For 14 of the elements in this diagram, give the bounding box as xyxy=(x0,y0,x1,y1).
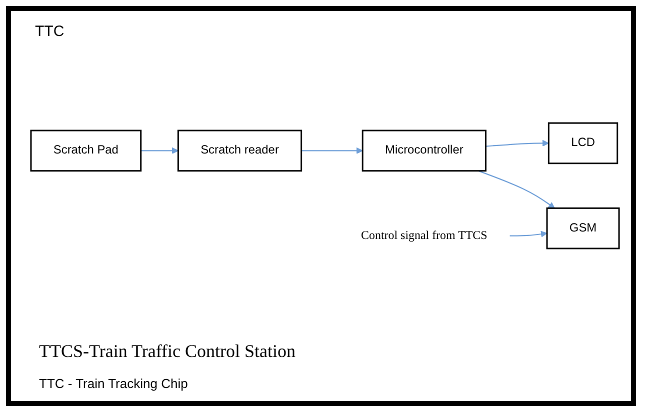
arrow xyxy=(510,230,548,238)
arrow xyxy=(301,147,363,154)
node-box: Scratch reader xyxy=(177,130,302,172)
node-box: Scratch Pad xyxy=(30,130,142,172)
arrow xyxy=(486,140,549,147)
node-box: LCD xyxy=(548,122,618,164)
node-box: Microcontroller xyxy=(362,130,486,172)
node-box: GSM xyxy=(546,207,620,250)
legend-note: TTC - Train Tracking Chip xyxy=(39,376,188,391)
legend-note: TTCS-Train Traffic Control Station xyxy=(39,341,296,362)
note-text: TTC xyxy=(35,23,64,40)
arrow xyxy=(478,170,555,208)
node-text: Control signal from TTCS xyxy=(361,229,488,242)
arrow xyxy=(140,147,178,154)
